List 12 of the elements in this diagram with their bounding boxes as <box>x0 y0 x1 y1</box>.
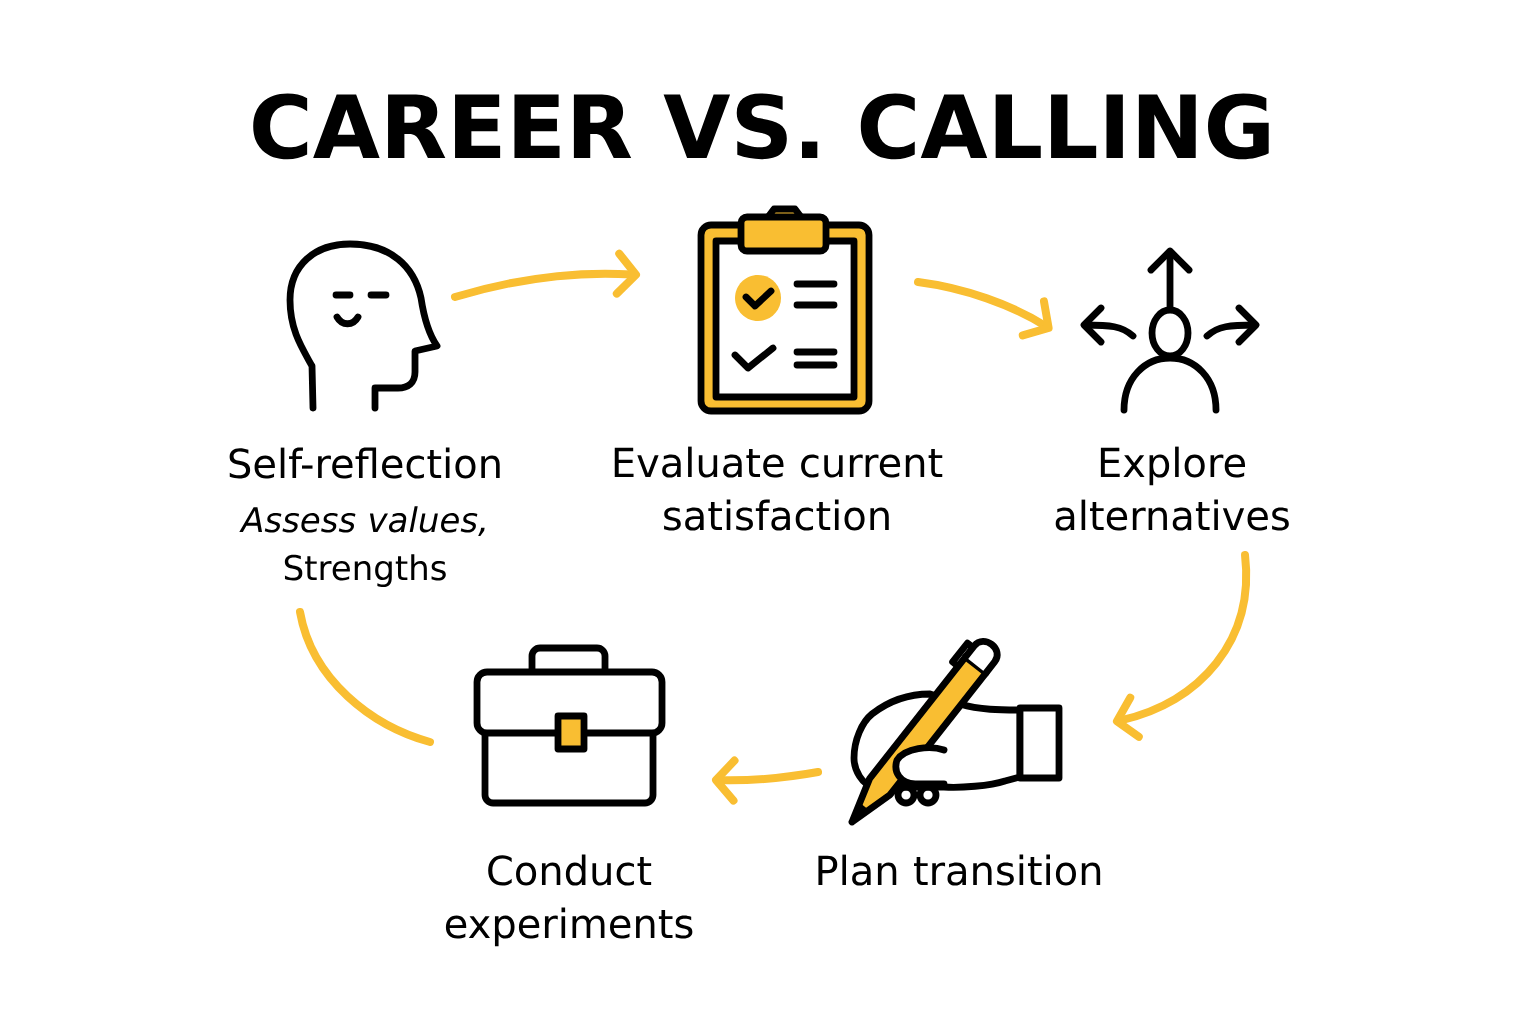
step-label: Conduct experiments <box>445 854 693 947</box>
step-label: Plan transition <box>818 854 1101 886</box>
arrow <box>1112 551 1251 741</box>
step-description: Assess values, Strengths <box>239 506 485 588</box>
arrow <box>451 249 640 301</box>
step-label: Explore alternatives <box>1055 446 1289 531</box>
step-label: Evaluate current satisfaction <box>614 446 943 531</box>
arrow <box>914 278 1053 340</box>
arrow <box>712 756 822 805</box>
title: CAREER VS. CALLING <box>253 93 1269 160</box>
step-label: Self-reflection <box>229 447 500 479</box>
connector-line <box>296 608 434 746</box>
